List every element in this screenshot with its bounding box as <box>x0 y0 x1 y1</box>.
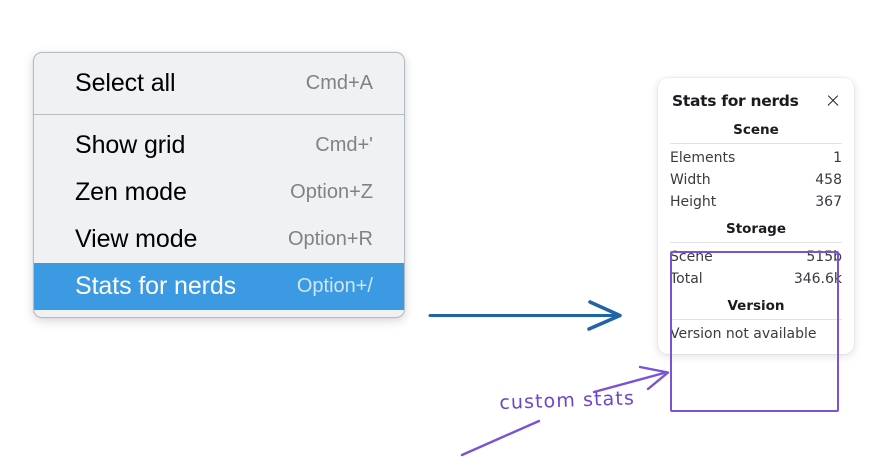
stat-key: Scene <box>670 248 713 265</box>
section-scene: Scene Elements 1 Width 458 Height 367 <box>658 114 854 213</box>
purple-underline-stroke <box>460 419 541 457</box>
table-row: Width 458 <box>670 169 842 191</box>
menu-item-label: Show grid <box>75 131 186 159</box>
blue-arrow-icon <box>428 300 622 331</box>
stat-value: 458 <box>815 171 842 188</box>
stat-value: 367 <box>815 193 842 210</box>
table-row: Height 367 <box>670 191 842 213</box>
stat-value: 515b <box>806 248 842 265</box>
menu-item-shortcut: Cmd+' <box>315 134 373 156</box>
section-version: Version Version not available <box>658 290 854 342</box>
table-row: Elements 1 <box>670 147 842 169</box>
menu-item-label: View mode <box>75 225 198 253</box>
section-title: Storage <box>725 221 787 237</box>
menu-item-show-grid[interactable]: Show grid Cmd+' <box>34 122 404 169</box>
menu-item-label: Zen mode <box>75 178 187 206</box>
section-storage: Storage Scene 515b Total 346.6k <box>658 213 854 290</box>
stat-value: 346.6k <box>793 270 842 287</box>
section-divider <box>670 242 842 243</box>
menu-item-shortcut: Option+/ <box>296 275 373 297</box>
menu-item-stats-for-nerds[interactable]: Stats for nerds Option+/ <box>34 263 404 310</box>
menu-item-shortcut: Option+R <box>287 228 373 250</box>
stat-key: Height <box>670 193 717 210</box>
menu-item-shortcut: Cmd+A <box>305 72 373 94</box>
menu-group-2: Show grid Cmd+' Zen mode Option+Z View m… <box>34 114 404 310</box>
menu-item-select-all[interactable]: Select all Cmd+A <box>34 60 404 107</box>
stats-for-nerds-panel: Stats for nerds Scene Elements 1 Width 4… <box>658 78 854 354</box>
panel-header: Stats for nerds <box>658 88 854 114</box>
handwritten-annotation-label: custom stats <box>499 387 636 414</box>
menu-item-label: Select all <box>75 69 176 97</box>
table-row: Total 346.6k <box>670 268 842 290</box>
purple-arrow-icon <box>592 365 670 394</box>
context-menu[interactable]: Select all Cmd+A Show grid Cmd+' Zen mod… <box>33 52 405 318</box>
menu-group-1: Select all Cmd+A <box>34 60 404 114</box>
menu-item-zen-mode[interactable]: Zen mode Option+Z <box>34 169 404 216</box>
section-divider <box>670 319 842 320</box>
stat-key: Width <box>670 171 711 188</box>
stat-key: Total <box>670 270 703 287</box>
section-divider <box>670 143 842 144</box>
panel-title: Stats for nerds <box>672 92 799 110</box>
version-text: Version not available <box>670 326 817 342</box>
menu-item-label: Stats for nerds <box>75 272 237 300</box>
table-row: Scene 515b <box>670 246 842 268</box>
section-title: Scene <box>733 122 779 138</box>
close-icon[interactable] <box>825 93 841 109</box>
stat-key: Elements <box>670 149 736 166</box>
menu-item-shortcut: Option+Z <box>290 181 373 203</box>
section-title: Version <box>727 298 785 314</box>
stat-value: 1 <box>833 149 842 166</box>
menu-item-view-mode[interactable]: View mode Option+R <box>34 216 404 263</box>
